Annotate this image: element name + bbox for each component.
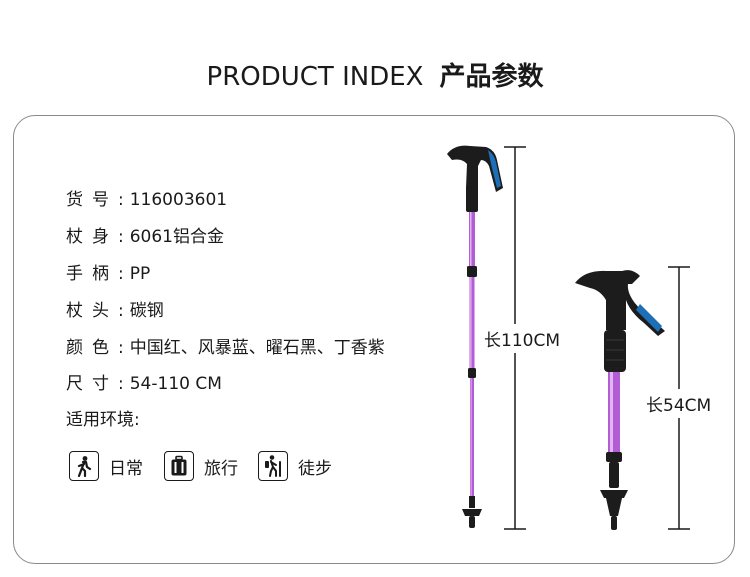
env-item-label: 旅行 [204, 458, 238, 479]
spec-row-color: 颜色:中国红、风暴蓝、曜石黑、丁香紫 [66, 333, 385, 358]
environment-label: 适用环境: [66, 410, 140, 430]
spec-key: 杖身 [66, 227, 118, 247]
hiker-icon [258, 451, 288, 481]
page-title: PRODUCT INDEX 产品参数 [0, 56, 750, 93]
title-zh: 产品参数 [439, 62, 544, 92]
spec-key: 杖头 [66, 301, 118, 321]
walking-person-icon [69, 451, 99, 481]
spec-value: 6061铝合金 [129, 227, 224, 247]
env-item-daily: 日常 [69, 449, 143, 483]
spec-key: 货号 [66, 190, 118, 210]
spec-value: 中国红、风暴蓝、曜石黑、丁香紫 [129, 338, 385, 358]
env-item-label: 日常 [109, 458, 143, 479]
env-item-hiking: 徒步 [258, 449, 332, 483]
spec-row-handle: 手柄:PP [66, 259, 150, 284]
spec-key: 手柄 [66, 264, 118, 284]
collapsed-pole [575, 270, 665, 530]
env-item-travel: 旅行 [164, 449, 238, 483]
luggage-icon [164, 451, 194, 481]
spec-value: 碳钢 [129, 301, 164, 321]
dimension-label-extended: 长110CM [484, 324, 560, 353]
title-en: PRODUCT INDEX [206, 62, 424, 92]
spec-value: 116003601 [129, 190, 228, 210]
spec-key: 尺寸 [66, 374, 118, 394]
spec-value: PP [129, 264, 151, 284]
spec-row-shaft: 杖身:6061铝合金 [66, 222, 224, 247]
spec-row-size: 尺寸:54-110 CM [66, 369, 222, 394]
extended-pole [447, 145, 503, 528]
spec-row-tip: 杖头:碳钢 [66, 296, 164, 321]
spec-value: 54-110 CM [129, 374, 222, 394]
spec-key: 颜色 [66, 338, 118, 358]
dimension-label-collapsed: 长54CM [646, 389, 712, 418]
spec-row-item-number: 货号:116003601 [66, 185, 227, 210]
spec-card [13, 115, 735, 564]
env-item-label: 徒步 [298, 458, 332, 479]
